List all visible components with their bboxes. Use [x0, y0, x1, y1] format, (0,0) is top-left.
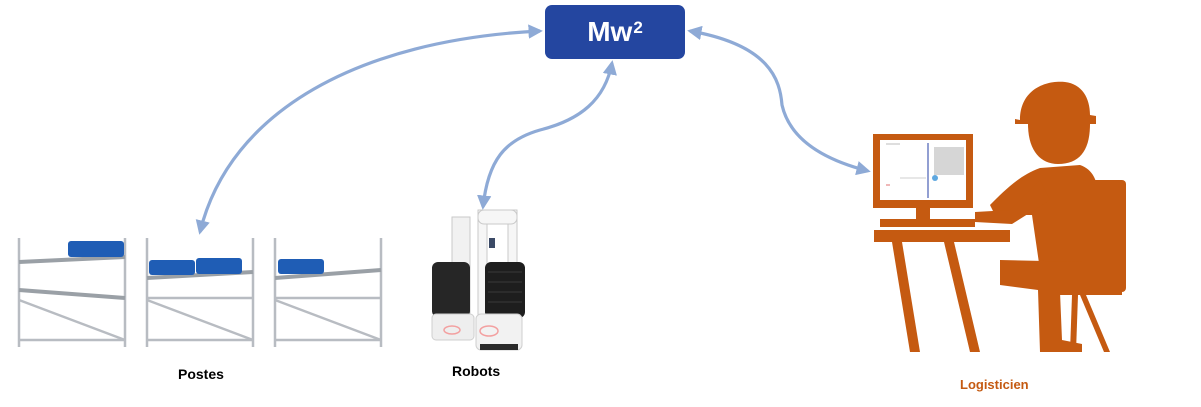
worker-at-computer-icon: [873, 81, 1126, 352]
logisticien-label: Logisticien: [960, 377, 1029, 392]
arrow-mw-robots: [477, 60, 617, 210]
bin: [68, 241, 124, 257]
bin: [196, 258, 242, 274]
robot-back: [431, 216, 475, 341]
bin: [278, 259, 324, 274]
bin: [149, 260, 195, 275]
arrow-mw-postes: [195, 24, 543, 235]
monitor-screen-content: [886, 143, 964, 198]
arrow-mw-logisticien: [687, 25, 871, 176]
postes-label: Postes: [178, 366, 224, 382]
robot-front: [475, 209, 525, 351]
shelving-unit-icon: [17, 238, 383, 347]
shelving-unit-1: [17, 238, 127, 347]
shelving-unit-3: [273, 238, 383, 347]
shelving-unit-2: [145, 238, 255, 347]
robots-label: Robots: [452, 363, 501, 379]
mobile-robot-icon: [431, 209, 525, 351]
mw-node-superscript: 2: [633, 18, 643, 37]
mw-node-label: Mw: [587, 16, 633, 47]
